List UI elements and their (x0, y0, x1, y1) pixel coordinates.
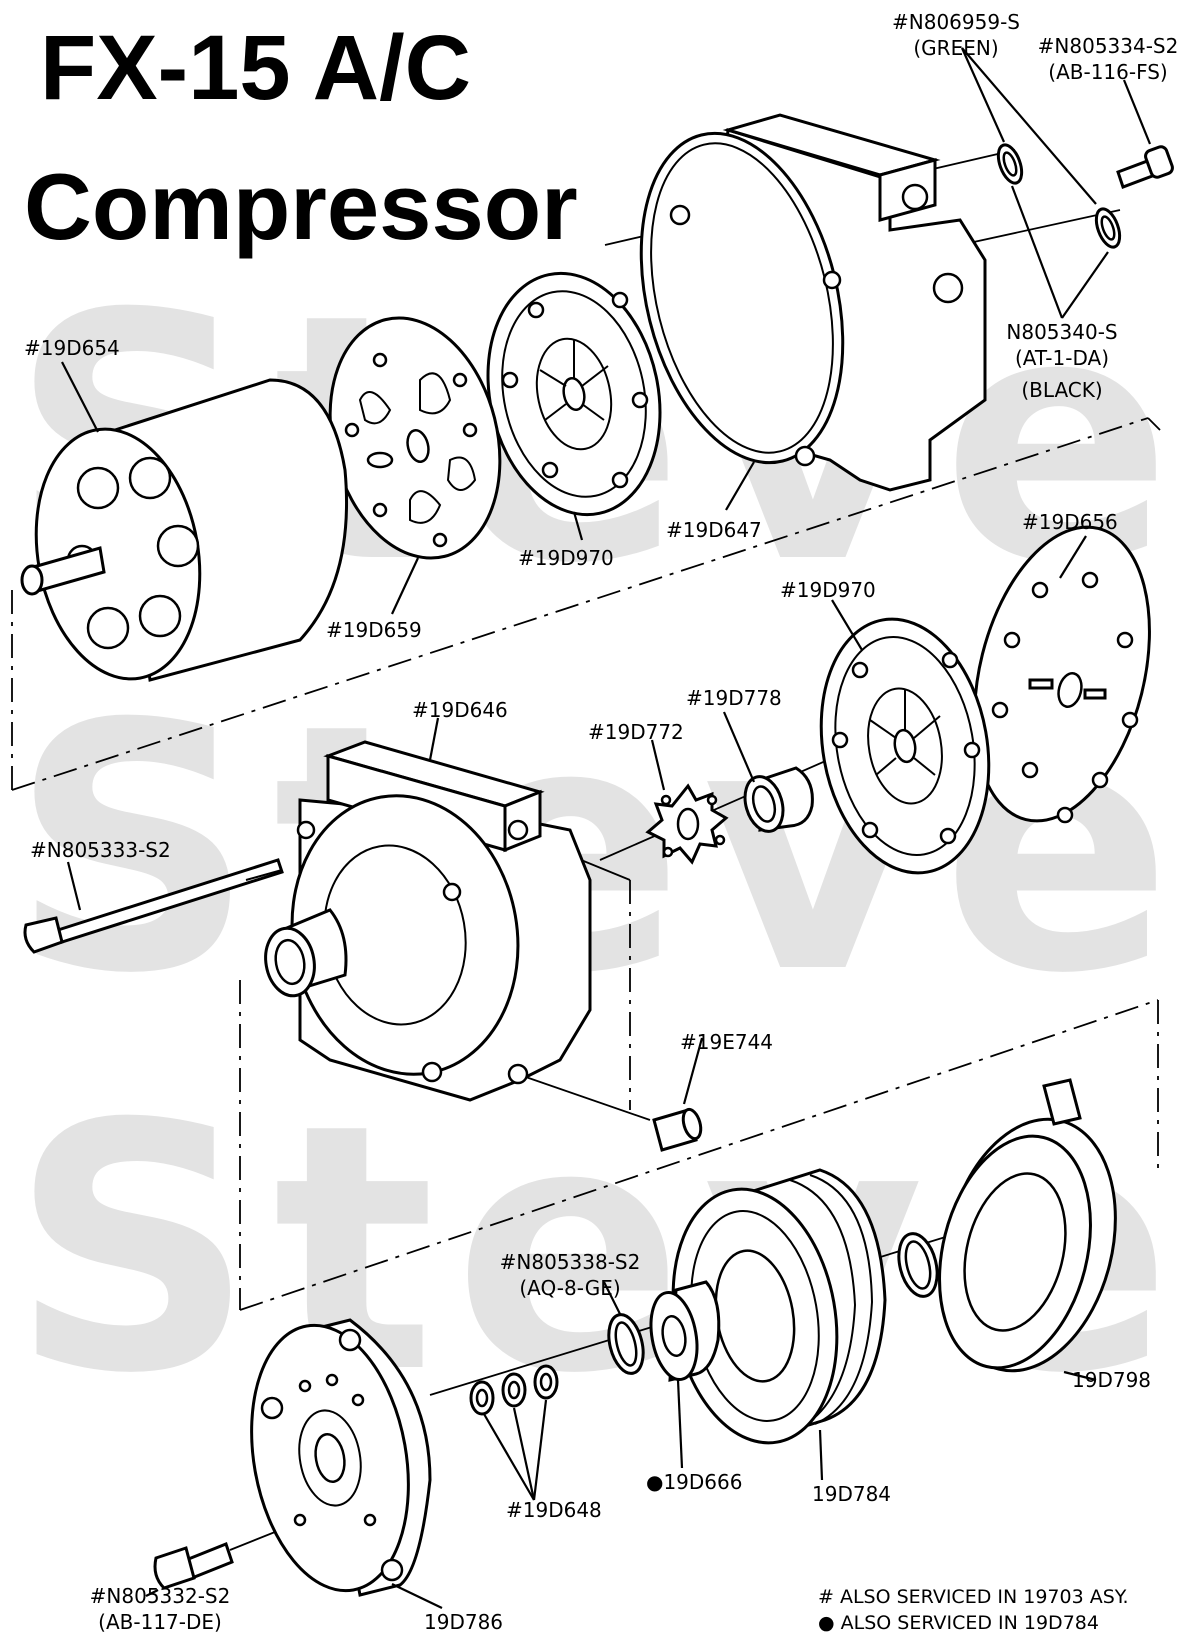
valve-plate-middle-icon (819, 617, 991, 875)
callout-leaders (61, 47, 1152, 1609)
label-19d970-middle: #19D970 (780, 578, 876, 602)
shaft-seal-icon (743, 766, 814, 833)
valve-plate-top-icon (486, 271, 662, 517)
rear-housing-icon (639, 113, 987, 492)
bearing-icon (649, 1280, 721, 1382)
snap-ring-bearing-icon (607, 1313, 645, 1375)
label-19d656: #19D656 (1022, 510, 1118, 534)
footnote-line-2: ● ALSO SERVICED IN 19D784 (818, 1612, 1099, 1634)
pulley-icon (671, 1168, 887, 1445)
through-bolt-icon (23, 858, 284, 954)
hub-bolt-icon (153, 1542, 234, 1590)
reed-plate-icon (973, 525, 1151, 824)
label-19d659: #19D659 (326, 618, 422, 642)
label-n805338-sub: (AQ-8-GE) (519, 1276, 621, 1300)
label-n806959-sub: (GREEN) (913, 36, 999, 60)
label-n805338: #N805338-S2 (499, 1250, 641, 1274)
label-19d784: 19D784 (812, 1482, 892, 1506)
label-19d648: #19D648 (506, 1498, 602, 1522)
label-19d798: 19D798 (1072, 1368, 1152, 1392)
label-19d786: 19D786 (424, 1610, 504, 1634)
label-n805334-sub: (AB-116-FS) (1048, 60, 1168, 84)
field-coil-icon (938, 1078, 1117, 1373)
bolt-ab116-icon (1116, 145, 1174, 189)
label-19d772: #19D772 (588, 720, 684, 744)
dowel-pin-icon (652, 1107, 703, 1152)
retainer-star-icon (645, 783, 729, 865)
front-housing-icon (264, 740, 592, 1102)
label-19d654: #19D654 (24, 336, 120, 360)
label-19d778: #19D778 (686, 686, 782, 710)
label-19d666: ●19D666 (646, 1470, 743, 1494)
label-19e744: #19E744 (680, 1030, 774, 1054)
o-ring-green-icon (996, 143, 1024, 185)
page-title-line-1: FX-15 A/C (40, 17, 472, 119)
label-n805340: N805340-S (1006, 320, 1118, 344)
page-title-line-2: Compressor (24, 154, 578, 259)
label-19d970-top: #19D970 (518, 546, 614, 570)
label-n805340-sub: (AT-1-DA) (1014, 346, 1110, 370)
cylinder-block-icon (20, 378, 349, 682)
label-n806959: #N806959-S (892, 10, 1020, 34)
snap-ring-coil-icon (897, 1232, 939, 1298)
label-n805332-sub: (AB-117-DE) (98, 1610, 222, 1634)
clutch-hub-icon (250, 1318, 432, 1597)
label-n805333: #N805333-S2 (30, 838, 171, 862)
label-19d646: #19D646 (412, 698, 508, 722)
label-19d647: #19D647 (666, 518, 762, 542)
shim-washers-icon (469, 1364, 559, 1416)
gasket-plate-icon (328, 316, 502, 560)
o-ring-black-icon (1094, 207, 1122, 249)
label-n805334: #N805334-S2 (1037, 34, 1179, 58)
label-n805340-color: (BLACK) (1021, 378, 1103, 402)
label-n805332: #N805332-S2 (89, 1584, 231, 1608)
footnote-line-1: # ALSO SERVICED IN 19703 ASY. (818, 1586, 1129, 1608)
